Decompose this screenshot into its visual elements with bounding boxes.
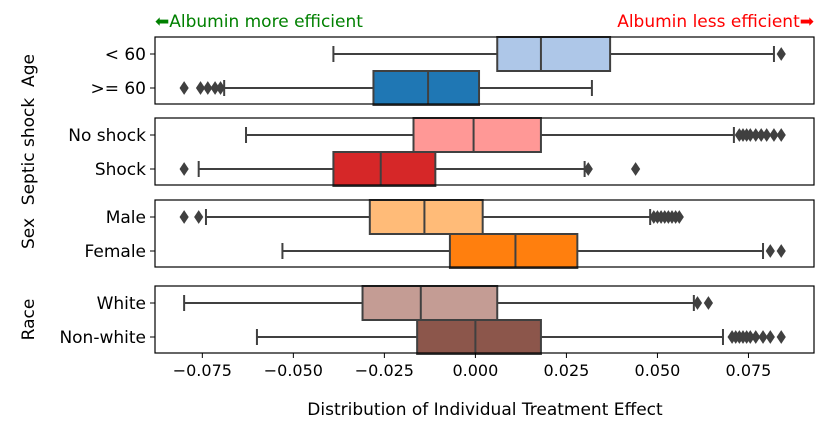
box-iqr <box>496 36 612 72</box>
outlier-point <box>194 210 204 224</box>
outlier-point <box>776 244 786 258</box>
panel-frame <box>154 36 815 105</box>
x-tick-label: 0.050 <box>635 361 681 380</box>
outlier-point <box>179 210 189 224</box>
outlier-point <box>751 330 761 344</box>
panel-frame <box>154 117 815 186</box>
outlier-point <box>674 210 684 224</box>
box-non-white: Non-white <box>59 319 786 355</box>
y-tick-label: Non-white <box>59 328 146 348</box>
y-tick-label: >= 60 <box>90 79 146 99</box>
outlier-point <box>758 330 768 344</box>
panel-age: Age < 60 >= 60 <box>19 36 815 106</box>
box-shock: Shock <box>95 151 641 187</box>
box-iqr <box>368 199 484 235</box>
outlier-point <box>703 296 714 310</box>
panel-frame <box>154 285 815 354</box>
y-tick-label: Shock <box>95 160 146 180</box>
x-axis: −0.075 −0.050 −0.025 0.000 0.025 0.050 0.075 <box>173 353 772 380</box>
annotation-more-efficient: ⬅Albumin more efficient <box>155 12 363 32</box>
box-female: Female <box>85 233 786 269</box>
outlier-point <box>776 47 786 61</box>
y-tick-label: No shock <box>68 126 146 146</box>
y-tick-label: Male <box>106 208 146 228</box>
box-iqr <box>412 117 542 153</box>
group-label: Race <box>19 299 39 341</box>
outlier-point <box>195 81 206 95</box>
outlier-point <box>203 81 213 95</box>
outlier-point <box>765 244 775 258</box>
outlier-point <box>769 128 779 142</box>
box-white: White <box>97 285 714 321</box>
outlier-point <box>692 296 703 310</box>
box--60: >= 60 <box>90 70 593 106</box>
annotation-less-efficient: Albumin less efficient➡ <box>617 12 814 32</box>
group-label: Sex <box>19 218 39 249</box>
box-iqr <box>361 285 499 321</box>
x-tick-label: −0.025 <box>355 361 414 380</box>
box--60: < 60 <box>105 36 786 72</box>
box-iqr <box>416 319 542 355</box>
panel-frame <box>154 199 815 268</box>
y-tick-label: < 60 <box>105 45 146 65</box>
x-tick-label: −0.050 <box>264 361 323 380</box>
outlier-point <box>215 81 226 95</box>
outlier-point <box>630 162 641 176</box>
group-label: Age <box>19 54 39 87</box>
outlier-point <box>765 330 775 344</box>
x-tick-label: 0.000 <box>452 361 498 380</box>
outlier-point <box>583 162 593 176</box>
outlier-point <box>179 81 189 95</box>
outlier-point <box>776 330 786 344</box>
x-tick-label: 0.075 <box>726 361 772 380</box>
box-male: Male <box>106 199 684 235</box>
box-iqr <box>332 151 437 187</box>
outlier-point <box>762 128 772 142</box>
x-tick-label: −0.075 <box>173 361 232 380</box>
y-tick-label: White <box>97 294 146 314</box>
outlier-point <box>179 162 189 176</box>
x-tick-label: 0.025 <box>544 361 590 380</box>
outlier-point <box>776 128 786 142</box>
group-label: Septic shock <box>19 98 39 206</box>
box-no-shock: No shock <box>68 117 786 153</box>
panels-group: Age < 60 >= 60 Septic shock No shockShockSex… <box>19 36 815 355</box>
x-axis-label: Distribution of Individual Treatment Eff… <box>307 400 663 420</box>
y-tick-label: Female <box>85 242 146 262</box>
box-iqr <box>448 233 579 269</box>
box-iqr <box>372 70 481 106</box>
